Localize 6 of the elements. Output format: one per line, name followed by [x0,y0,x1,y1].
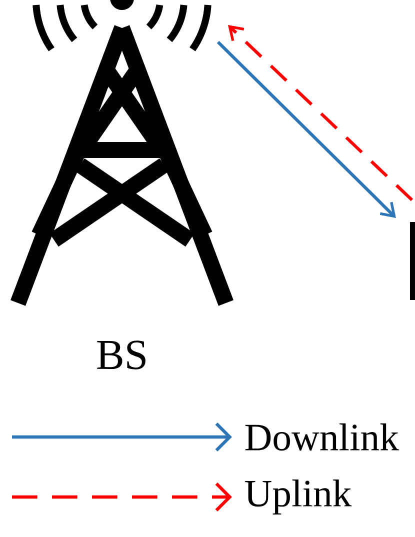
device-box [410,222,415,300]
legend-label: Uplink [245,479,352,515]
node-label: BS [97,340,146,370]
legend-label: Downlink [245,423,399,451]
arrow [216,40,396,218]
arrow [228,25,414,202]
